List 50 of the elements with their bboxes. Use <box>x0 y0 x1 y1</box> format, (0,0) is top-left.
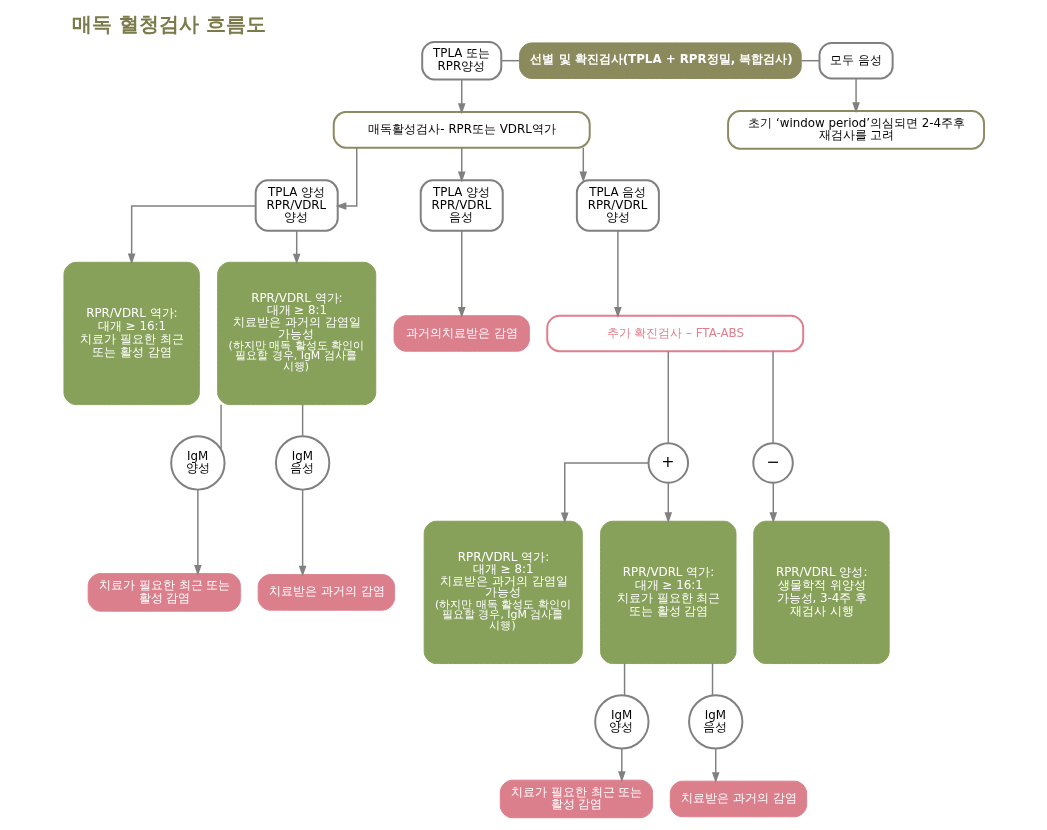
node-box: 치료가 필요한 최근 또는 활성 감염 <box>499 779 653 819</box>
node-circle: IgM 음성 <box>687 694 743 750</box>
node-box: RPR/VDRL 역가: 대개 ≥ 8:1 치료받은 과거의 감염일 가능성 (하지만 매독 활성도 확인이 필요할 경우, IgM 검사를 시행) <box>423 520 583 665</box>
arrow <box>457 147 466 183</box>
node-box: TPLA 음성 RPR/VDRL 양성 <box>575 179 660 232</box>
node-box: TPLA 양성 RPR/VDRL 양성 <box>254 179 339 232</box>
arrow <box>617 748 626 783</box>
node-circle: IgM 양성 <box>169 435 226 491</box>
connector <box>771 350 774 444</box>
arrow <box>769 482 777 524</box>
connector <box>667 350 669 444</box>
connector <box>623 662 625 696</box>
node-circle: − <box>751 442 794 484</box>
node-box: 치료가 필요한 최근 또는 활성 감염 <box>87 573 241 612</box>
arrow <box>579 147 587 183</box>
arrow <box>127 205 256 265</box>
node-box: TPLA 양성 RPR/VDRL 음성 <box>419 179 504 232</box>
node-circle: + <box>647 442 689 484</box>
node-box: 치료받은 과거의 감염 <box>669 780 807 818</box>
diagram-title: 매독 혈청검사 흐름도 <box>71 13 266 37</box>
node-box: RPR/VDRL 역가: 대개 ≥ 16:1 치료가 필요한 최근 또는 활성 감염 <box>599 520 736 665</box>
node-box: 모두 음성 <box>818 41 894 80</box>
node-box: RPR/VDRL 역가: 대개 ≥ 8:1 치료받은 과거의 감염일 가능성 (하지만 매독 활성도 확인이 필요할 경우, IgM 검사를 시행) <box>216 261 376 406</box>
node-circle: IgM 음성 <box>274 435 330 491</box>
connector <box>800 59 820 62</box>
node-box: RPR/VDRL 역가: 대개 ≥ 16:1 치료가 필요한 최근 또는 활성 감염 <box>62 261 200 406</box>
arrow <box>298 489 306 577</box>
connector <box>301 403 303 437</box>
arrow <box>335 147 357 210</box>
connector <box>711 662 713 696</box>
arrow <box>292 230 300 265</box>
node-box: 매독활성검사- RPR또는 VDRL역가 <box>332 111 591 149</box>
node-box: 선별 및 확진검사(TPLA + RPR정밀, 복합검사) <box>518 42 802 79</box>
arrow <box>711 748 720 784</box>
arrow <box>613 230 622 318</box>
node-box: TPLA 또는 RPR양성 <box>420 40 502 81</box>
arrow <box>560 462 649 524</box>
connector <box>500 59 520 62</box>
node-circle: IgM 양성 <box>593 694 649 750</box>
node-box: 과거의치료받은 감염 <box>393 315 530 352</box>
arrow <box>851 77 860 114</box>
node-box: RPR/VDRL 양성: 생물학적 위양성 가능성, 3-4주 후 재검사 시행 <box>752 520 890 665</box>
node-box: 초기 ‘window period’의심되면 2-4주후 재검사를 고려 <box>726 110 985 150</box>
arrow <box>457 78 466 115</box>
connector <box>219 403 222 451</box>
arrow <box>663 482 672 524</box>
node-box: 치료받은 과거의 감염 <box>257 574 395 611</box>
arrow <box>457 230 466 318</box>
node-box: 추가 확진검사 – FTA-ABS <box>545 314 804 353</box>
arrow <box>193 489 202 576</box>
